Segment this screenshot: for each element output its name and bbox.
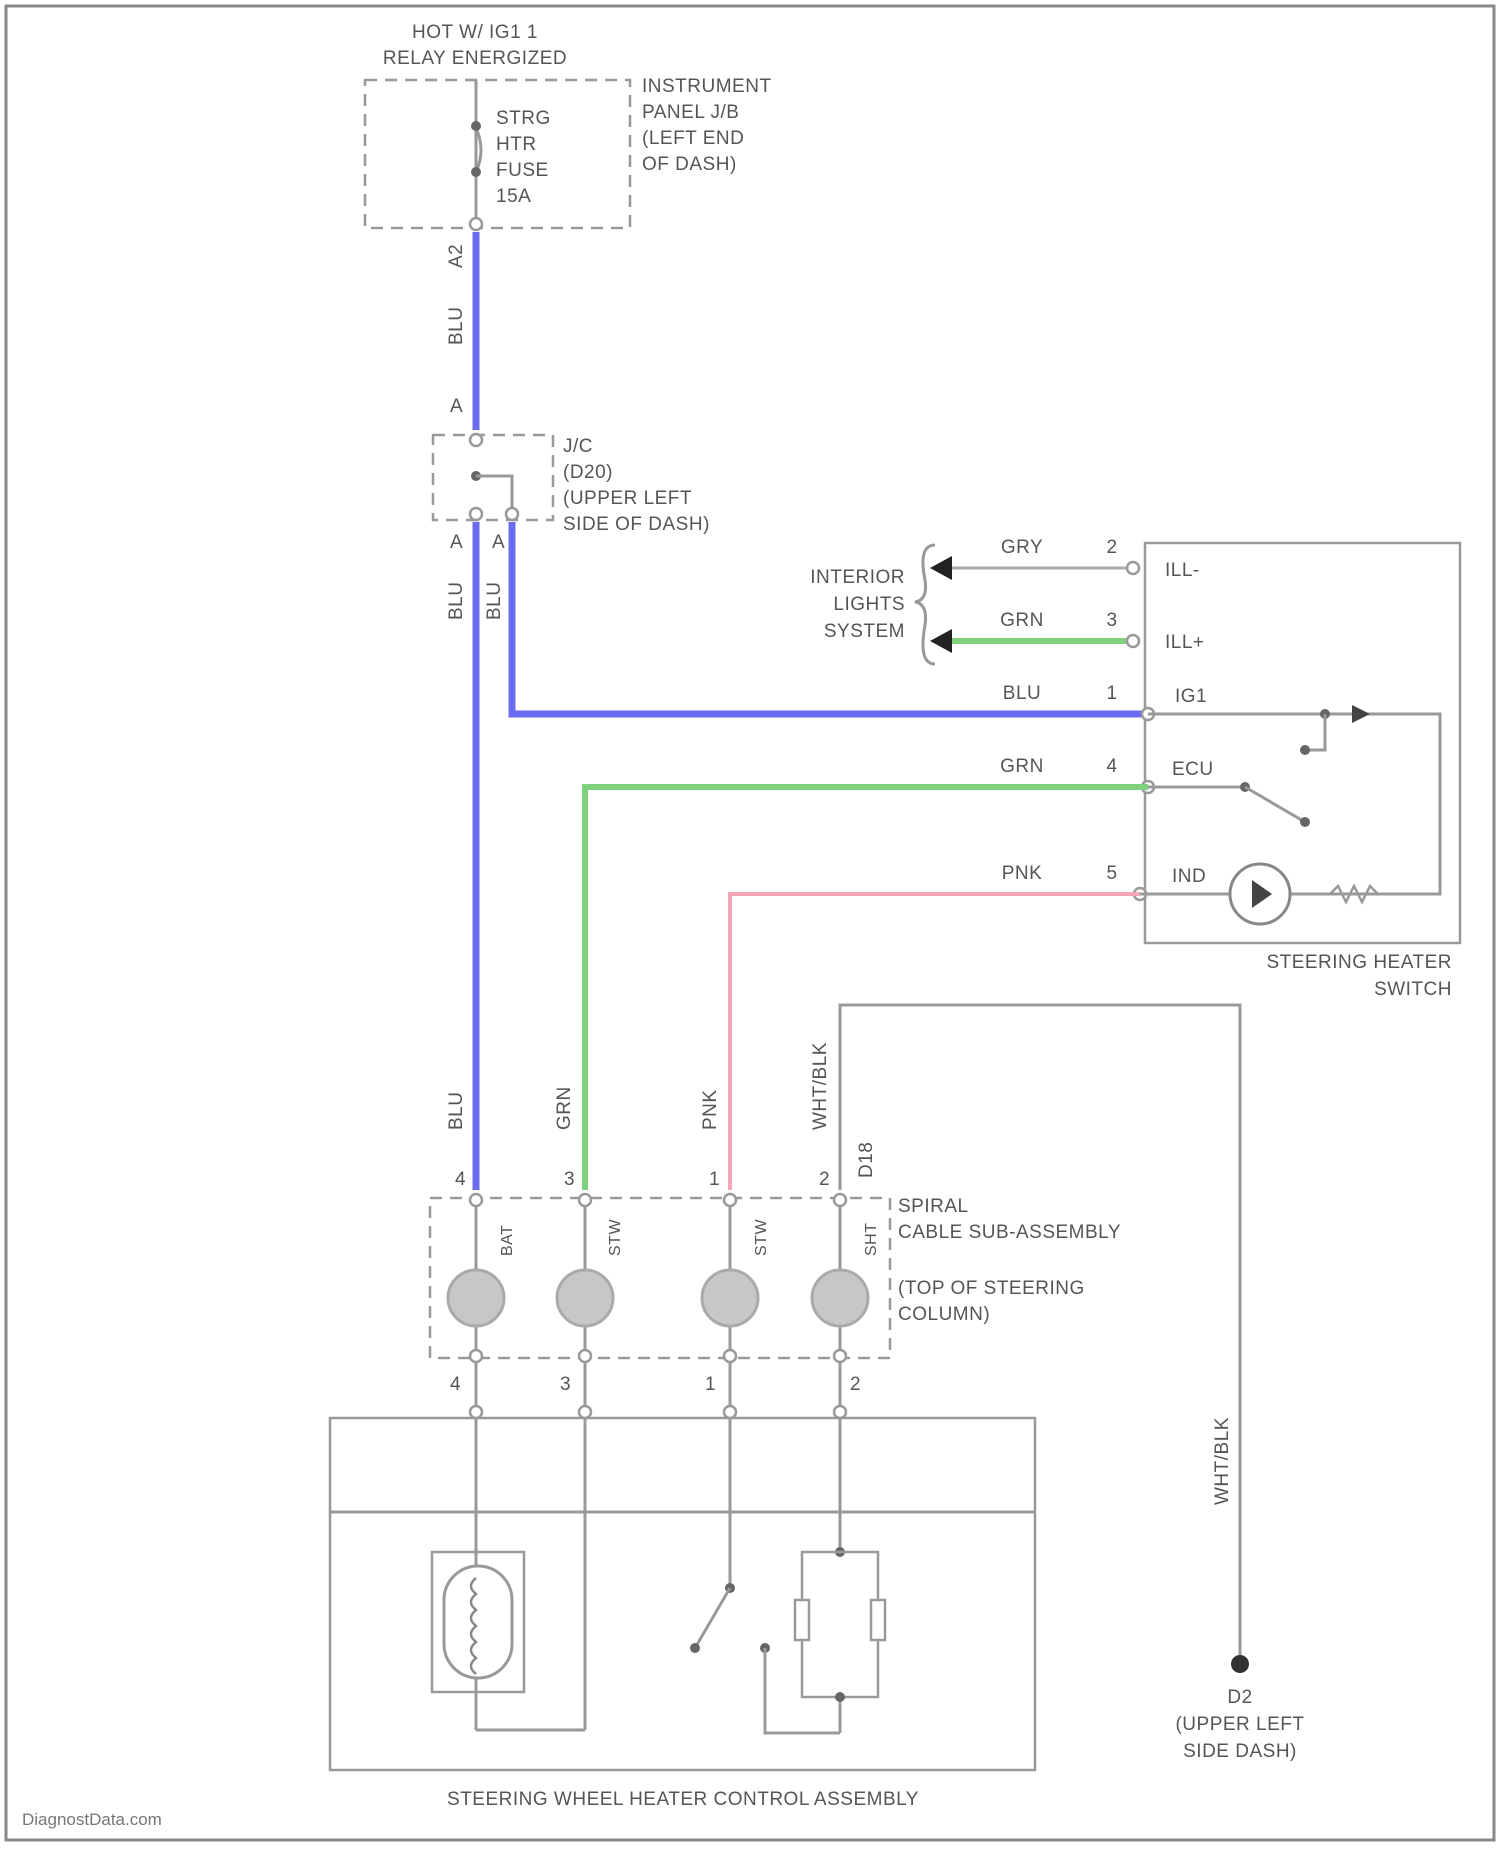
spiral-top-pin-1: 4	[455, 1169, 466, 1190]
steering-wheel-heater-control-assembly-box	[330, 1418, 1035, 1770]
spiral-clock-spring-4-icon	[812, 1270, 868, 1326]
jb-location-2: PANEL J/B	[642, 102, 739, 123]
switch-pin-num-3: 1	[1106, 683, 1117, 704]
wire-col-grn-label: GRN	[554, 1086, 575, 1130]
switch-name-1: STEERING HEATER	[1266, 952, 1452, 973]
spiral-bottom-pin-2: 3	[560, 1374, 571, 1395]
interior-lights-label-3: SYSTEM	[824, 621, 905, 642]
switch-name-2: SWITCH	[1374, 979, 1452, 1000]
jc-pin-right-label: A	[492, 532, 505, 553]
switch-pin-3	[1127, 635, 1139, 647]
wire-blu-jc-left-label: BLU	[446, 582, 467, 620]
switch-wire-label-5: PNK	[1002, 863, 1043, 884]
fuse-pin	[470, 218, 482, 230]
interior-lights-label-2: LIGHTS	[833, 594, 905, 615]
switch-wire-label-2: GRN	[1000, 610, 1044, 631]
wire-ground-wht-label: WHT/BLK	[1212, 1417, 1233, 1505]
spiral-term-bat: BAT	[499, 1225, 516, 1256]
fuse-dot-bottom	[471, 167, 481, 177]
jc-pin-top	[470, 434, 482, 446]
spiral-location-1: (TOP OF STEERING	[898, 1278, 1085, 1299]
fuse-name-1: STRG	[496, 108, 551, 129]
spiral-term-stw-2: STW	[753, 1219, 770, 1256]
jc-pin-left	[470, 508, 482, 520]
jc-pin-top-label: A	[450, 396, 463, 417]
jc-location-2: (D20)	[563, 462, 613, 483]
spiral-clock-spring-2-icon	[557, 1270, 613, 1326]
switch-term-4: ECU	[1172, 759, 1214, 780]
switch-pin-num-5: 5	[1106, 863, 1117, 884]
jc-location-4: SIDE OF DASH)	[563, 514, 710, 535]
wire-col-blu-label: BLU	[446, 1092, 467, 1130]
switch-wire-label-3: BLU	[1003, 683, 1041, 704]
switch-term-2: ILL+	[1165, 632, 1205, 653]
jc-location-1: J/C	[563, 436, 593, 457]
watermark: DiagnostData.com	[22, 1810, 162, 1830]
wire-wht-blk	[840, 1005, 1240, 1660]
control-switch-icon	[695, 1588, 730, 1648]
hot-label-2: RELAY ENERGIZED	[383, 48, 567, 69]
jc-pin-left-label: A	[450, 532, 463, 553]
jc-pin-right	[506, 508, 518, 520]
spiral-name-1: SPIRAL	[898, 1196, 969, 1217]
switch-term-5: IND	[1172, 866, 1206, 887]
jb-location-3: (LEFT END	[642, 128, 744, 149]
heater-coil-icon	[444, 1566, 512, 1678]
wire-blu-ig1	[512, 522, 1148, 714]
thermistor-1-icon	[795, 1600, 809, 1640]
arrow-ill-plus	[930, 629, 952, 653]
switch-pin-2	[1127, 562, 1139, 574]
thermistor-2-icon	[871, 1600, 885, 1640]
switch-term-1: ILL-	[1165, 560, 1200, 581]
jb-location-4: OF DASH)	[642, 154, 737, 175]
wire-blu-main-label: BLU	[446, 307, 467, 345]
ground-label-2: (UPPER LEFT	[1175, 1714, 1304, 1735]
switch-pin-num-1: 2	[1106, 537, 1117, 558]
spiral-term-sht: SHT	[863, 1223, 880, 1257]
wire-col-wht-label: WHT/BLK	[810, 1042, 831, 1130]
wire-col-pnk-label: PNK	[700, 1089, 721, 1130]
switch-term-3: IG1	[1175, 686, 1207, 707]
spiral-top-pin-3: 1	[709, 1169, 720, 1190]
interior-lights-label-1: INTERIOR	[810, 567, 905, 588]
spiral-bottom-pin-1: 4	[450, 1374, 461, 1395]
control-assembly-name: STEERING WHEEL HEATER CONTROL ASSEMBLY	[447, 1789, 919, 1810]
hot-label-1: HOT W/ IG1 1	[412, 22, 538, 43]
switch-wire-label-1: GRY	[1001, 537, 1043, 558]
jb-location-1: INSTRUMENT	[642, 76, 772, 97]
wire-pnk-ind	[730, 894, 1140, 1190]
spiral-top-pin-4: 2	[819, 1169, 830, 1190]
spiral-name-2: CABLE SUB-ASSEMBLY	[898, 1222, 1121, 1243]
fuse-pin-label: A2	[446, 244, 467, 268]
jc-location-3: (UPPER LEFT	[563, 488, 692, 509]
fuse-dot-top	[471, 121, 481, 131]
switch-pin-num-2: 3	[1106, 610, 1117, 631]
switch-wire-label-4: GRN	[1000, 756, 1044, 777]
spiral-clock-spring-1-icon	[448, 1270, 504, 1326]
fuse-name-2: HTR	[496, 134, 537, 155]
ground-label-3: SIDE DASH)	[1183, 1741, 1297, 1762]
spiral-location-2: COLUMN)	[898, 1304, 990, 1325]
fuse-name-4: 15A	[496, 186, 531, 207]
spiral-bottom-pin-3: 1	[705, 1374, 716, 1395]
spiral-term-stw-1: STW	[607, 1219, 624, 1256]
fuse-name-3: FUSE	[496, 160, 549, 181]
wire-blu-jc-right-label: BLU	[484, 582, 505, 620]
wire-pin-d-label: D18	[856, 1142, 877, 1178]
spiral-top-pin-2: 3	[564, 1169, 575, 1190]
ground-point-icon	[1231, 1655, 1249, 1673]
wire-grn-ecu	[585, 787, 1148, 1190]
interior-lights-brace	[915, 545, 935, 664]
switch-pin-num-4: 4	[1106, 756, 1117, 777]
spiral-clock-spring-3-icon	[702, 1270, 758, 1326]
ground-label-1: D2	[1227, 1687, 1252, 1708]
arrow-ill-minus	[930, 556, 952, 580]
spiral-bottom-pin-4: 2	[850, 1374, 861, 1395]
